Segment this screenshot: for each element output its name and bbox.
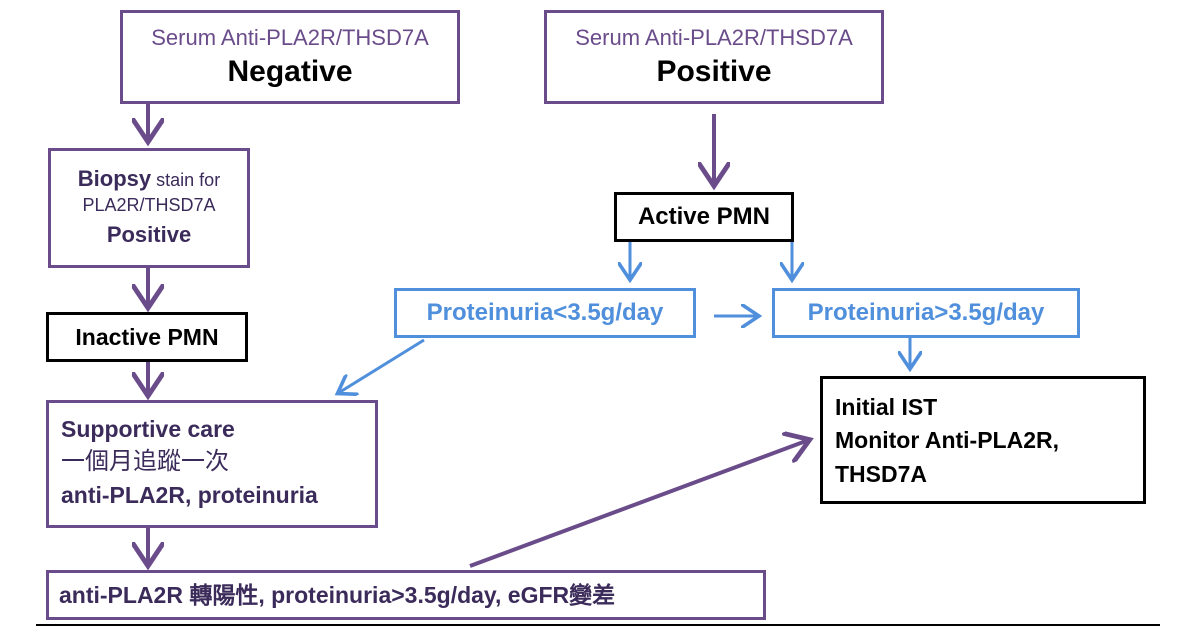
node-biopsy-line3: Positive xyxy=(106,221,192,247)
node-initial-ist: Initial IST Monitor Anti-PLA2R, THSD7A xyxy=(820,376,1146,504)
node-ist-line3: THSD7A xyxy=(835,460,928,487)
node-biopsy-line1: Biopsy stain for xyxy=(51,165,247,194)
arrow-prot-low-to-supportive xyxy=(340,338,425,392)
node-inactive-pmn: Inactive PMN xyxy=(46,312,248,362)
node-active-pmn-label: Active PMN xyxy=(637,203,771,230)
node-serum-positive-line2: Positive xyxy=(656,55,772,88)
node-biopsy-bold: Biopsy xyxy=(77,166,152,191)
node-serum-negative-line1: Serum Anti-PLA2R/THSD7A xyxy=(151,25,429,50)
node-active-pmn: Active PMN xyxy=(614,192,794,242)
node-inactive-pmn-label: Inactive PMN xyxy=(75,324,219,350)
bottom-rule xyxy=(36,624,1160,626)
node-serum-positive: Serum Anti-PLA2R/THSD7A Positive xyxy=(544,10,884,104)
node-proteinuria-high: Proteinuria>3.5g/day xyxy=(772,288,1080,338)
node-supportive-line2: 一個月追蹤一次 xyxy=(61,448,229,476)
node-supportive-line3: anti-PLA2R, proteinuria xyxy=(61,481,318,508)
node-bottom-condition: anti-PLA2R 轉陽性, proteinuria>3.5g/day, eG… xyxy=(46,570,766,620)
node-biopsy-rest: stain for xyxy=(151,170,221,190)
node-proteinuria-low-label: Proteinuria<3.5g/day xyxy=(426,299,664,326)
node-serum-negative-line2: Negative xyxy=(227,55,353,88)
node-proteinuria-high-label: Proteinuria>3.5g/day xyxy=(807,299,1045,326)
arrow-bottom-to-ist xyxy=(469,441,806,568)
node-biopsy-line2: PLA2R/THSD7A xyxy=(82,194,216,215)
node-serum-negative: Serum Anti-PLA2R/THSD7A Negative xyxy=(120,10,460,104)
node-biopsy: Biopsy stain for PLA2R/THSD7A Positive xyxy=(48,148,250,268)
node-supportive-care: Supportive care 一個月追蹤一次 anti-PLA2R, prot… xyxy=(46,400,378,528)
node-proteinuria-low: Proteinuria<3.5g/day xyxy=(394,288,696,338)
node-serum-positive-line1: Serum Anti-PLA2R/THSD7A xyxy=(575,25,853,50)
node-ist-line1: Initial IST xyxy=(835,394,938,420)
node-ist-line2: Monitor Anti-PLA2R, xyxy=(835,427,1060,454)
node-supportive-line1: Supportive care xyxy=(61,416,235,442)
node-bottom-condition-label: anti-PLA2R 轉陽性, proteinuria>3.5g/day, eG… xyxy=(59,582,616,608)
